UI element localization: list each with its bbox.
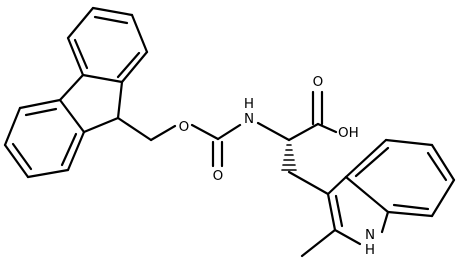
bond <box>81 73 124 84</box>
bond <box>91 6 134 17</box>
bond <box>392 203 430 211</box>
bond <box>11 142 33 171</box>
bond <box>384 138 434 147</box>
bond <box>256 121 291 142</box>
atom-oh-carboxyl: OH <box>338 125 359 141</box>
bond <box>354 146 390 178</box>
atom-nh-amide-n: N <box>244 111 254 127</box>
bond <box>73 38 89 70</box>
bond <box>190 123 220 141</box>
atom-nh-amide: H N <box>244 96 254 127</box>
bond <box>130 13 149 54</box>
bond <box>24 107 58 117</box>
bond <box>82 116 120 134</box>
bond <box>287 122 320 142</box>
bond <box>116 51 141 79</box>
bond <box>344 138 388 179</box>
atom-nh-indole-h: H <box>365 242 375 258</box>
bond <box>426 151 448 182</box>
bond <box>149 124 177 142</box>
atom-nh-amide-h: H <box>244 96 254 112</box>
atom-o-carbonyl: O <box>213 168 224 184</box>
bond <box>430 178 456 218</box>
bond <box>3 143 30 179</box>
bond <box>116 116 153 142</box>
bond <box>430 143 456 182</box>
bond <box>26 168 70 179</box>
atom-o-ether: O <box>179 119 190 135</box>
bond <box>380 210 390 234</box>
bond <box>66 36 85 77</box>
bond <box>287 170 330 196</box>
bond <box>386 210 434 218</box>
bond <box>326 192 337 232</box>
fluorene-five-ring <box>58 73 124 134</box>
bond <box>58 73 85 102</box>
bond <box>66 130 86 172</box>
bond <box>326 175 348 196</box>
atom-nh-indole: N H <box>365 227 375 258</box>
bond <box>93 15 129 25</box>
bond <box>216 123 242 141</box>
atom-nh-indole-n: N <box>365 227 375 243</box>
amino-acid-backbone <box>256 90 338 196</box>
bond <box>333 228 362 246</box>
bond <box>116 80 124 120</box>
bond <box>60 132 78 167</box>
bond <box>300 228 337 258</box>
bond <box>344 175 390 214</box>
bond <box>316 122 338 134</box>
indole <box>300 138 456 258</box>
atom-o-carboxyl: O <box>313 74 324 90</box>
bond <box>18 98 62 110</box>
bond <box>3 106 22 147</box>
bond <box>58 98 86 134</box>
fluorene-lower-ring <box>3 98 86 179</box>
bond <box>334 194 344 228</box>
bond <box>66 6 95 40</box>
fluorene-upper-ring <box>66 6 149 84</box>
fmoc-carbamate <box>116 116 242 168</box>
bond <box>120 50 149 84</box>
